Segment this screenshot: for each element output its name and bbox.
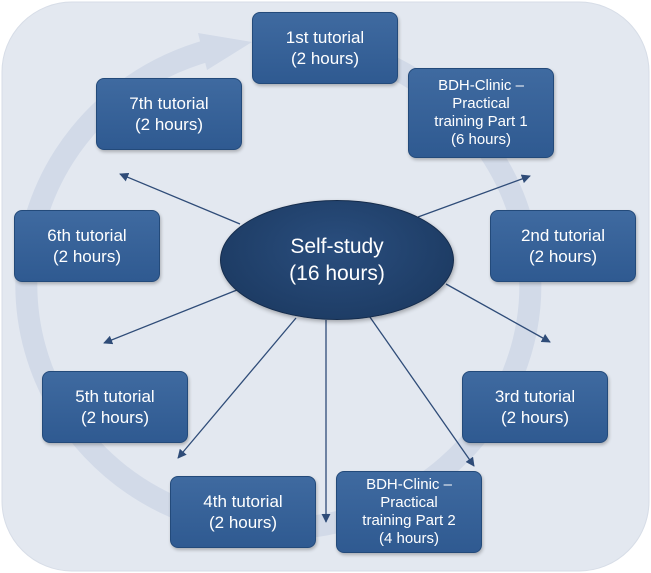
- self-study-center: Self-study (16 hours): [220, 200, 454, 320]
- node-bdh-clinic-part-2: BDH-Clinic – Practical training Part 2 (…: [336, 471, 482, 553]
- spoke-arrows: [103, 172, 551, 523]
- spoke-arrow-to-bdh-part-2: [364, 309, 475, 467]
- spoke-arrow-to-2nd-tutorial: [445, 283, 551, 343]
- node-line: 2nd tutorial: [520, 226, 606, 245]
- spoke-arrow-to-4th-tutorial: [177, 317, 297, 459]
- node-6th-tutorial: 6th tutorial (2 hours): [14, 210, 160, 282]
- node-line: 4th tutorial: [203, 492, 283, 511]
- node-line: (2 hours): [208, 513, 278, 532]
- node-line: 3rd tutorial: [494, 387, 576, 406]
- node-5th-tutorial: 5th tutorial (2 hours): [42, 371, 188, 443]
- node-line: (2 hours): [500, 408, 570, 427]
- node-3rd-tutorial: 3rd tutorial (2 hours): [462, 371, 608, 443]
- spoke-arrow-to-5th-tutorial: [103, 287, 243, 345]
- node-4th-tutorial: 4th tutorial (2 hours): [170, 476, 316, 548]
- node-bdh-clinic-part-1: BDH-Clinic – Practical training Part 1 (…: [408, 68, 554, 158]
- node-1st-tutorial: 1st tutorial (2 hours): [252, 12, 398, 84]
- spoke-arrow-to-7th-tutorial: [119, 172, 241, 225]
- node-line: 5th tutorial: [75, 387, 155, 406]
- node-line: (4 hours): [378, 530, 440, 547]
- node-line: (2 hours): [52, 247, 122, 266]
- node-line: Practical: [380, 494, 438, 511]
- node-7th-tutorial: 7th tutorial (2 hours): [96, 78, 242, 150]
- node-line: (2 hours): [134, 115, 204, 134]
- node-line: training Part 1: [434, 113, 528, 130]
- node-line: BDH-Clinic –: [366, 476, 452, 493]
- node-line: (2 hours): [290, 49, 360, 68]
- node-line: 6th tutorial: [47, 226, 127, 245]
- node-line: BDH-Clinic –: [438, 77, 524, 94]
- node-line: training Part 2: [362, 512, 456, 529]
- node-line: (2 hours): [80, 408, 150, 427]
- node-line: (2 hours): [528, 247, 598, 266]
- center-line: Self-study: [290, 235, 384, 258]
- cycle-ring-arrowhead: [198, 33, 252, 70]
- center-line: (16 hours): [289, 262, 385, 285]
- node-line: Practical: [452, 95, 510, 112]
- node-line: 7th tutorial: [129, 94, 209, 113]
- spoke-arrow-to-bdh-part-1: [417, 174, 531, 218]
- node-line: (6 hours): [450, 131, 512, 148]
- node-2nd-tutorial: 2nd tutorial (2 hours): [490, 210, 636, 282]
- node-line: 1st tutorial: [285, 28, 365, 47]
